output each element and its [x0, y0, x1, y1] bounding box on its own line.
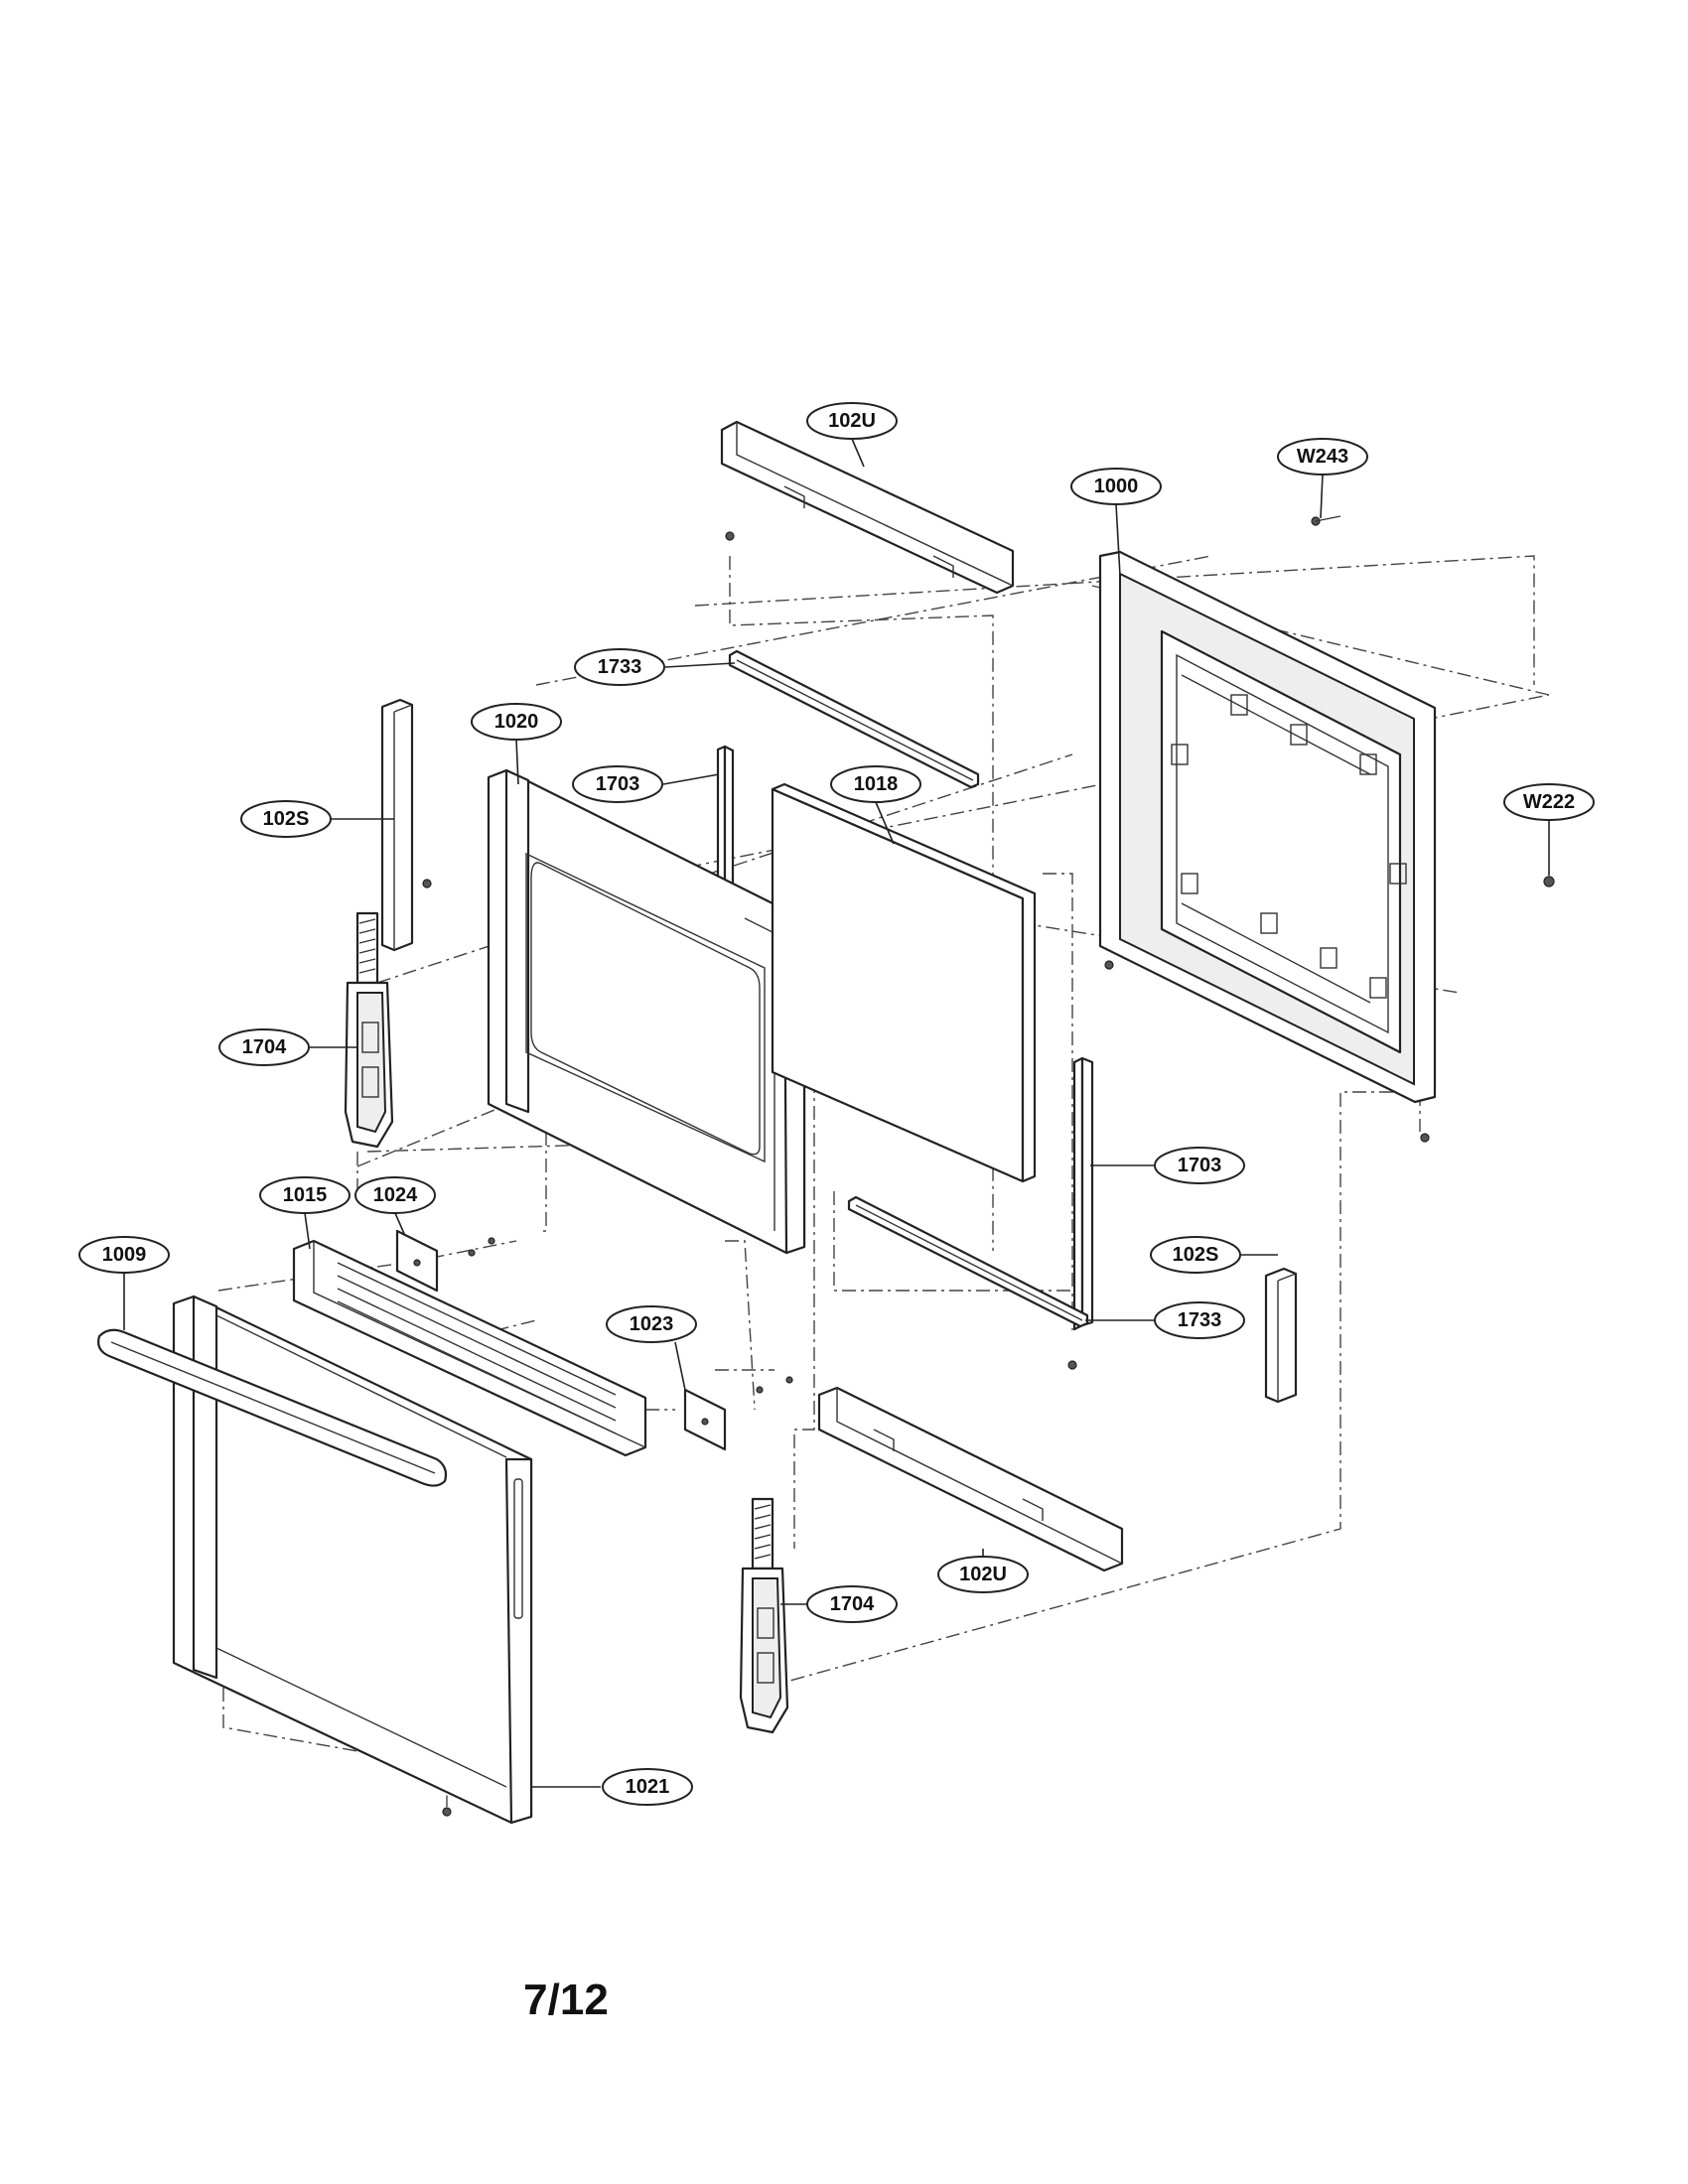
outer-door-1021 — [172, 1295, 533, 1825]
screw — [422, 879, 432, 888]
svg-text:1703: 1703 — [596, 773, 640, 795]
outer-door-panel-1000 — [1098, 550, 1437, 1104]
hinge-1704-right — [739, 1497, 789, 1734]
svg-text:1015: 1015 — [283, 1184, 328, 1206]
vent-1015 — [292, 1239, 647, 1457]
top-bracket-1733 — [728, 649, 980, 789]
bracket-1024 — [395, 1229, 439, 1293]
inner-frame-1020 — [487, 768, 806, 1255]
callout-1018: 1018 — [830, 765, 921, 803]
screw — [756, 1386, 764, 1394]
callout-1009: 1009 — [78, 1236, 170, 1274]
callout-1020: 1020 — [471, 703, 562, 741]
callout-1733-bottom: 1733 — [1154, 1301, 1245, 1339]
bottom-trim-102u — [817, 1386, 1124, 1572]
screw — [1420, 1133, 1430, 1143]
svg-text:1703: 1703 — [1178, 1155, 1222, 1176]
callout-102u-bottom: 102U — [937, 1556, 1029, 1593]
callout-1704-left: 1704 — [218, 1028, 310, 1066]
side-bracket-1703-lower — [1072, 1056, 1094, 1331]
callout-1703-lower: 1703 — [1154, 1147, 1245, 1184]
callout-102s-left: 102S — [240, 800, 332, 838]
svg-text:102S: 102S — [263, 808, 310, 830]
screw — [1104, 960, 1114, 970]
svg-text:1020: 1020 — [494, 711, 539, 733]
callout-w243: W243 — [1277, 438, 1368, 476]
page-number: 7/12 — [523, 1976, 609, 2024]
svg-text:1704: 1704 — [242, 1036, 287, 1058]
svg-text:102S: 102S — [1173, 1244, 1219, 1266]
side-trim-102s-right — [1264, 1267, 1298, 1404]
callout-1733-top: 1733 — [574, 648, 665, 686]
screw — [468, 1249, 476, 1257]
callout-1015: 1015 — [259, 1176, 351, 1214]
callout-1023: 1023 — [606, 1305, 697, 1343]
svg-text:W243: W243 — [1297, 446, 1348, 468]
hinge-1704-left — [344, 911, 394, 1149]
svg-text:1024: 1024 — [373, 1184, 418, 1206]
screw — [785, 1376, 793, 1384]
side-trim-102s-left — [380, 698, 414, 952]
bottom-bracket-1733 — [847, 1195, 1089, 1328]
callout-w222: W222 — [1503, 783, 1595, 821]
callout-102u-top: 102U — [806, 402, 898, 440]
svg-text:1733: 1733 — [598, 656, 642, 678]
callout-1703-upper: 1703 — [572, 765, 663, 803]
svg-text:1018: 1018 — [854, 773, 899, 795]
callout-1704-right: 1704 — [806, 1585, 898, 1623]
svg-text:W222: W222 — [1523, 791, 1575, 813]
svg-text:1000: 1000 — [1094, 476, 1139, 497]
top-trim-102u — [720, 420, 1015, 595]
callout-102s-right: 102S — [1150, 1236, 1241, 1274]
screw — [442, 1807, 452, 1817]
callout-1024: 1024 — [354, 1176, 436, 1214]
svg-text:1023: 1023 — [630, 1313, 674, 1335]
svg-text:1009: 1009 — [102, 1244, 147, 1266]
callout-1000: 1000 — [1070, 468, 1162, 505]
callout-1021: 1021 — [602, 1768, 693, 1806]
screws — [422, 515, 1555, 1817]
part-callouts: 102U W243 1000 1733 1020 1703 1018 102S — [78, 402, 1595, 1806]
svg-text:1704: 1704 — [830, 1593, 875, 1615]
screw — [1543, 876, 1555, 887]
svg-text:102U: 102U — [959, 1564, 1007, 1585]
screw — [1067, 1360, 1077, 1370]
svg-text:1733: 1733 — [1178, 1309, 1222, 1331]
screw — [725, 531, 735, 541]
svg-text:1021: 1021 — [626, 1776, 670, 1798]
bracket-1023 — [683, 1388, 727, 1451]
screw — [488, 1237, 495, 1245]
svg-text:102U: 102U — [828, 410, 876, 432]
glass-1018 — [771, 782, 1037, 1183]
handle-1009 — [97, 1328, 448, 1487]
